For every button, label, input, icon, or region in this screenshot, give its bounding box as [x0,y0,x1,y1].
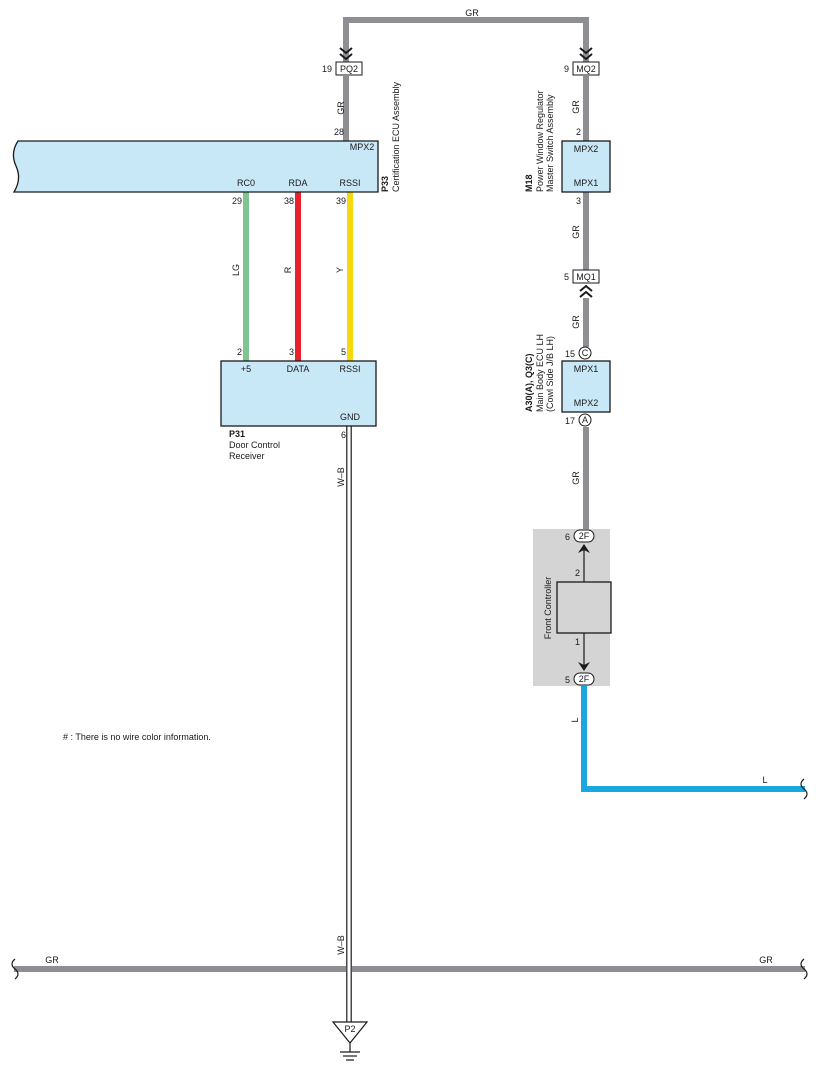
fc-conn-top [573,529,595,543]
ecu-top-wire: GR [571,315,581,329]
fc-name: Front Controller [543,577,553,640]
mq1-arrow [579,284,593,298]
mq2-arrow [579,47,593,61]
wire-l [581,686,805,792]
p33-code: P33 [380,176,390,192]
p31-term-gnd: GND [340,412,361,422]
ecu-bottom-wire: GR [571,471,581,485]
wb-wire-label-2: W–B [336,935,346,955]
m18-top-pin: 2 [576,127,581,137]
p31-term-plus5: +5 [241,364,251,374]
p31-term-rssi: RSSI [339,364,360,374]
fc-top-pin: 6 [565,532,570,542]
wire-y-label: Y [335,267,345,273]
p33-top-pin: 28 [334,127,344,137]
m18-bottom-pin: 3 [576,196,581,206]
power-window-box [561,140,611,193]
m18-bottom-label: MPX1 [574,178,599,188]
p31-name-1: Door Control [229,440,280,450]
p31-name-2: Receiver [229,451,265,461]
ecu-top-label: MPX1 [574,364,599,374]
fc-conn-top-label: 2F [579,531,590,541]
fc-top-arrow [578,544,590,553]
ecu-bottom-pin: 17 [565,416,575,426]
p31-pin-5: 5 [341,347,346,357]
receiver-box [220,360,377,427]
fc-conn-bottom-label: 2F [579,674,590,684]
top-wire-color: GR [465,8,479,18]
wire-lg-label: LG [231,264,241,276]
m18-top-wire: GR [571,100,581,114]
wire-r-label: R [283,266,293,273]
ecu-top-pin: 15 [565,349,575,359]
mq1-connector [572,269,600,284]
pq2-pin: 19 [322,64,332,74]
mq2-connector [572,61,600,76]
fc-inner-top-pin: 2 [575,568,580,578]
ecu-code: A30(A), Q3(C) [524,353,534,412]
p31-pin-3: 3 [289,347,294,357]
p33-pin-29: 29 [232,196,242,206]
wire-gr-top-loop [343,17,589,62]
fc-bottom-pin: 5 [565,675,570,685]
pq2-arrow [339,47,353,61]
p33-feed-wire: GR [336,101,346,115]
m18-bottom-wire: GR [571,225,581,239]
ecu-conn-c [578,346,592,360]
fc-inner-bottom-pin: 1 [575,637,580,647]
ecu-conn-a [578,413,592,427]
l-wire-label-h: L [762,775,767,785]
l-wire-label-v: L [570,717,580,722]
p33-pin-38: 38 [284,196,294,206]
p33-name: Certification ECU Assembly [391,81,401,192]
fc-conn-bottom [573,672,595,686]
m18-name-1: Power Window Regulator [535,90,545,192]
m18-top-label: MPX2 [574,144,599,154]
fc-bottom-arrow [578,662,590,671]
mq2-pin: 9 [564,64,569,74]
pq2-name: PQ2 [340,64,358,74]
bus-left-label: GR [45,955,59,965]
ecu-conn-c-label: C [582,348,589,358]
main-body-ecu-box [561,360,611,413]
break-bus-left [11,958,19,980]
mq1-pin: 5 [564,272,569,282]
cert-ecu-box [12,140,379,193]
p31-gnd-pin: 6 [341,430,346,440]
p31-code: P31 [229,429,245,439]
break-bus-right [800,958,808,980]
pq2-connector [335,61,363,76]
p33-term-rda: RDA [288,178,307,188]
ecu-conn-a-label: A [582,415,588,425]
p33-pin-39: 39 [336,196,346,206]
p33-top-label: MPX2 [350,142,375,152]
mq1-name: MQ1 [576,272,596,282]
ground-point-label: P2 [344,1024,355,1034]
note-text: # : There is no wire color information. [63,732,211,742]
ecu-name-2: (Cowl Side J/B LH) [545,336,555,412]
ecu-name-1: Main Body ECU LH [535,334,545,412]
p33-term-rssi: RSSI [339,178,360,188]
break-l-right [800,778,808,800]
ground-triangle [331,1021,369,1044]
p31-pin-2: 2 [237,347,242,357]
ecu-bottom-label: MPX2 [574,398,599,408]
m18-code: M18 [524,174,534,192]
front-controller-box [556,581,612,634]
p33-term-rc0: RC0 [237,178,255,188]
mq2-name: MQ2 [576,64,596,74]
bus-right-label: GR [759,955,773,965]
m18-name-2: Master Switch Assembly [545,94,555,192]
wb-wire-label-1: W–B [336,467,346,487]
p31-term-data: DATA [287,364,310,374]
